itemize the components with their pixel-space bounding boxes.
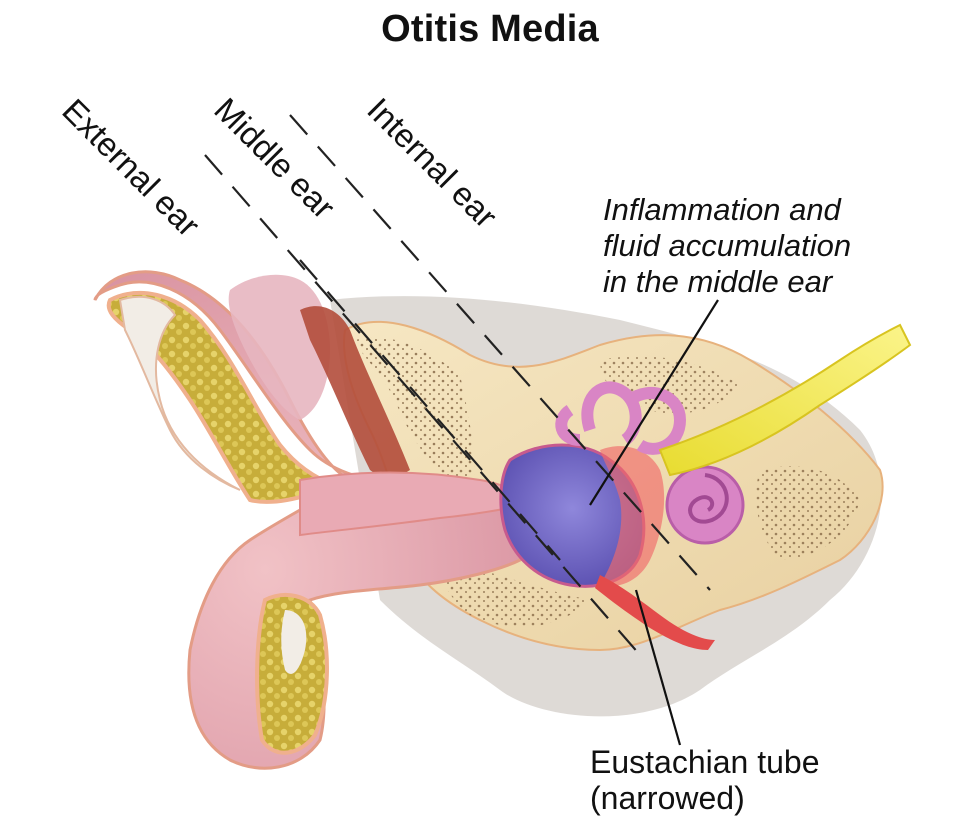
bone-marrow-texture [355, 337, 475, 500]
helix-white-cartilage [118, 295, 241, 491]
auditory-nerve [658, 323, 912, 477]
lobule-white [281, 610, 307, 674]
label-inflammation-line2: fluid accumulation [603, 228, 852, 263]
diagram-title: Otitis Media [381, 8, 599, 50]
label-eustachian-line1: Eustachian tube [590, 744, 820, 780]
lobule-cartilage [255, 593, 329, 755]
inflammation-pointer [589, 299, 719, 506]
bone-marrow-texture-3 [756, 466, 860, 560]
muscle [300, 306, 410, 477]
label-eustachian-line2: (narrowed) [590, 780, 745, 816]
label-inflammation-line1: Inflammation and [603, 192, 841, 227]
middle-internal-boundary [289, 114, 711, 591]
inflamed-tissue [600, 446, 665, 587]
bone-marrow-texture-4 [440, 560, 590, 627]
label-eustachian-tube: Eustachian tube (narrowed) [590, 744, 820, 816]
eustachian-tube [595, 575, 715, 650]
label-inflammation-line3: in the middle ear [603, 264, 833, 299]
label-inflammation: Inflammation and fluid accumulation in t… [603, 192, 851, 300]
boundary-line-3 [299, 259, 561, 561]
cochlea [665, 465, 745, 545]
eustachian-pointer [634, 589, 682, 746]
external-middle-boundary [204, 154, 641, 656]
